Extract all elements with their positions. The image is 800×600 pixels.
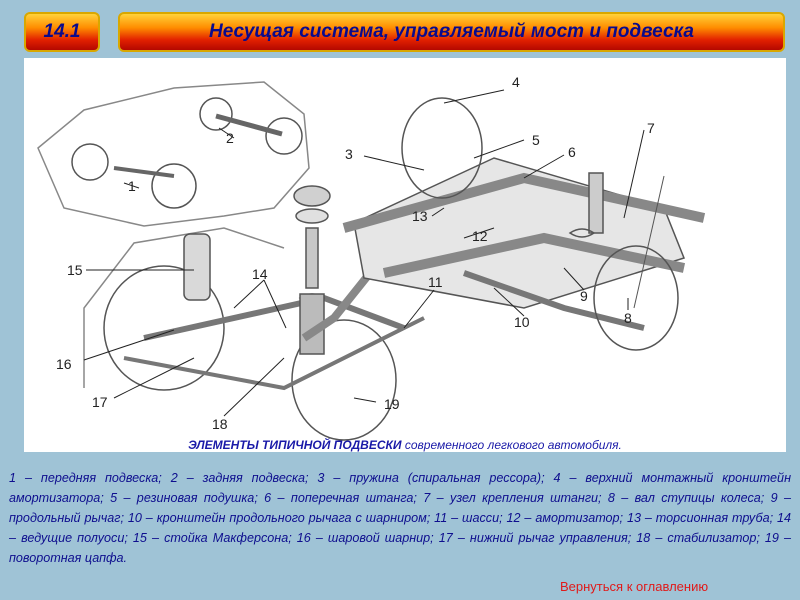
- caption-text: современного легкового автомобиля.: [401, 438, 622, 452]
- callout-6: 6: [568, 144, 576, 160]
- callout-12: 12: [472, 228, 488, 244]
- suspension-illustration: [37, 81, 706, 441]
- callout-10: 10: [514, 314, 530, 330]
- callout-5: 5: [532, 132, 540, 148]
- callout-9: 9: [580, 288, 588, 304]
- caption-heading: ЭЛЕМЕНТЫ ТИПИЧНОЙ ПОДВЕСКИ: [188, 438, 402, 452]
- section-number: 14.1: [43, 21, 81, 42]
- callout-7: 7: [647, 120, 655, 136]
- callout-15: 15: [67, 262, 83, 278]
- suspension-figure: 1 2 3 4 5 6 7 8 9 10 11 12 13 14 15 16 1…: [24, 58, 786, 452]
- callout-17: 17: [92, 394, 108, 410]
- callout-18: 18: [212, 416, 228, 432]
- callout-1: 1: [128, 178, 136, 194]
- callout-19: 19: [384, 396, 400, 412]
- page-title: Несущая система, управляемый мост и подв…: [209, 21, 694, 42]
- callout-2: 2: [226, 130, 234, 146]
- callout-13: 13: [412, 208, 428, 224]
- section-number-box: 14.1: [24, 12, 100, 52]
- callout-4: 4: [512, 74, 520, 90]
- legend-text: 1 – передняя подвеска; 2 – задняя подвес…: [9, 471, 791, 565]
- callout-14: 14: [252, 266, 268, 282]
- title-box: Несущая система, управляемый мост и подв…: [118, 12, 785, 52]
- callout-11: 11: [428, 274, 443, 290]
- figure-caption: ЭЛЕМЕНТЫ ТИПИЧНОЙ ПОДВЕСКИ современного …: [24, 438, 786, 452]
- callout-8: 8: [624, 310, 632, 326]
- callout-16: 16: [56, 356, 72, 372]
- back-to-contents-link[interactable]: Вернуться к оглавлению: [560, 579, 709, 594]
- callout-3: 3: [345, 146, 353, 162]
